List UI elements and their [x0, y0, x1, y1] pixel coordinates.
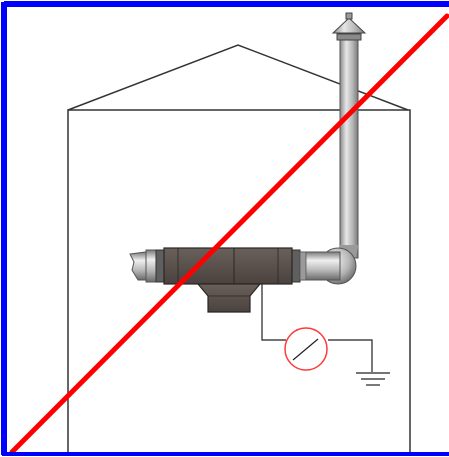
ground-wire [261, 284, 373, 372]
horizontal-pipe [129, 249, 341, 283]
cancel-slash-icon [9, 13, 449, 455]
tee-fitting-icon [163, 247, 293, 313]
electrical-ground-icon [356, 372, 390, 386]
vent-cap-icon [331, 12, 367, 41]
gauge-icon [284, 327, 328, 371]
vent-pipe [331, 12, 367, 259]
vertical-vent-pipe [339, 37, 359, 259]
